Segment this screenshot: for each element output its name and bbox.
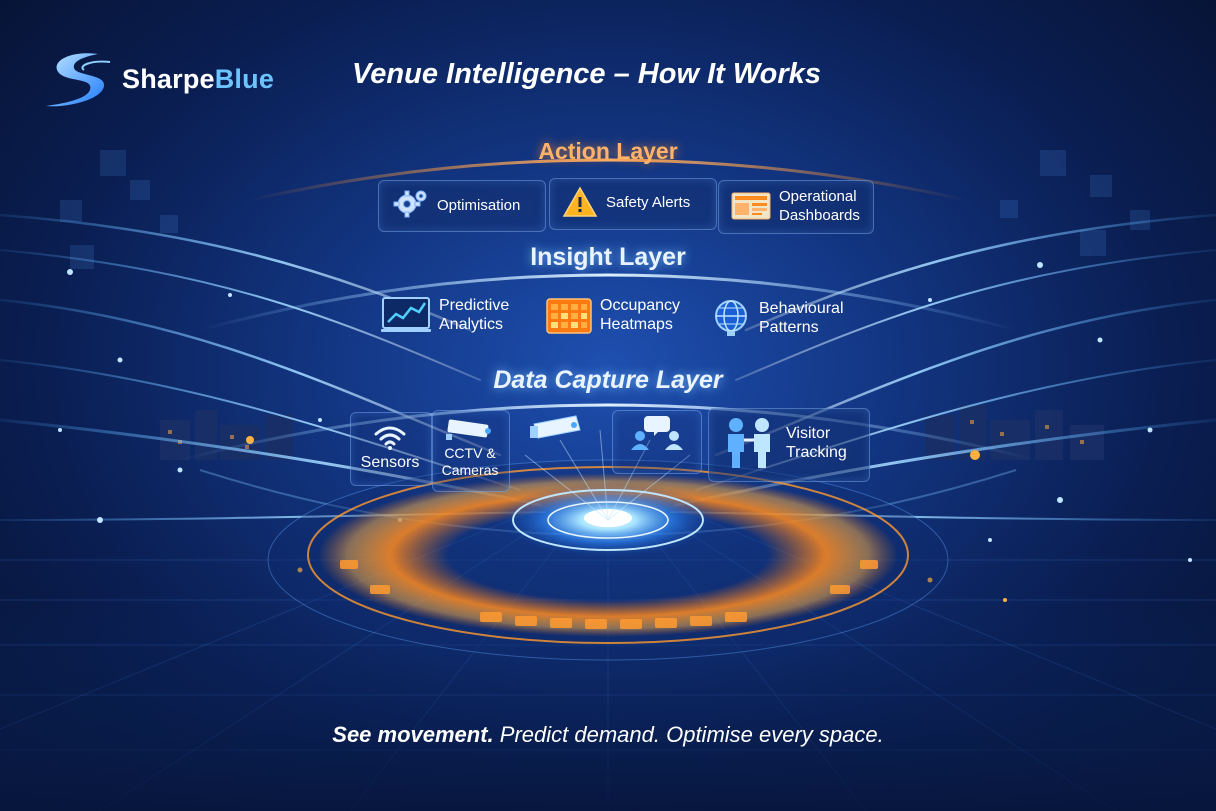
insight-item-predictive-analytics: Predictive Analytics [381, 296, 509, 334]
globe-brain-icon [715, 300, 747, 336]
visitor-label-line2: Tracking [786, 444, 847, 461]
behavioural-label-line1: Behavioural [759, 300, 844, 317]
brand-logo-group: SharpeBlue [40, 48, 274, 110]
dashboard-icon [731, 192, 771, 220]
capture-item-people-chat [628, 414, 686, 450]
gears-icon [393, 190, 427, 218]
safety-alerts-label: Safety Alerts [606, 193, 691, 211]
dashboards-label-stack: Operational Dashboards [779, 187, 860, 225]
cctv-label-line2: Cameras [441, 462, 499, 478]
security-camera-icon [530, 415, 581, 439]
line-chart-icon [381, 297, 431, 332]
data-capture-layer-title: Data Capture Layer [493, 366, 723, 394]
visitor-label-line1: Visitor [786, 425, 831, 442]
capture-item-security-camera [528, 414, 588, 444]
occupancy-label-line2: Heatmaps [600, 316, 673, 333]
cctv-label-stack: CCTV & Cameras [442, 445, 499, 479]
dashboards-label-line1: Operational [779, 188, 857, 205]
action-item-optimisation: Optimisation [393, 189, 520, 221]
action-item-safety-alerts: Safety Alerts [562, 186, 690, 218]
cctv-label-line1: CCTV & [444, 445, 496, 461]
action-item-operational-dashboards: Operational Dashboards [731, 187, 860, 225]
behavioural-label-line2: Patterns [759, 319, 819, 336]
visitor-label-stack: Visitor Tracking [786, 424, 847, 462]
dashboards-label-line2: Dashboards [779, 207, 860, 224]
predictive-label-line2: Analytics [439, 316, 504, 333]
insight-layer-title: Insight Layer [530, 243, 686, 271]
occupancy-label-line1: Occupancy [600, 297, 681, 314]
action-layer-title: Action Layer [538, 138, 678, 164]
insight-item-behavioural-patterns: Behavioural Patterns [711, 298, 844, 338]
visitors-icon [728, 418, 770, 468]
capture-item-sensors: Sensors [355, 424, 425, 472]
heatmap-icon [546, 298, 592, 334]
people-chat-icon [631, 416, 683, 450]
optimisation-label: Optimisation [437, 196, 521, 214]
warning-icon [562, 186, 598, 217]
tagline-rest: Predict demand. Optimise every space. [493, 722, 884, 747]
action-item-box-safety-alerts [549, 178, 717, 230]
behavioural-label-stack: Behavioural Patterns [759, 299, 844, 337]
page-title: Venue Intelligence – How It Works [352, 58, 821, 90]
predictive-label-line1: Predictive [439, 297, 510, 314]
capture-item-visitor-tracking: Visitor Tracking [720, 416, 847, 470]
predictive-label-stack: Predictive Analytics [439, 296, 509, 334]
action-item-box-dashboards [718, 180, 874, 234]
occupancy-label-stack: Occupancy Heatmaps [600, 296, 680, 334]
insight-item-occupancy-heatmaps: Occupancy Heatmaps [546, 296, 680, 334]
cctv-icon [446, 419, 491, 440]
tagline-bold: See movement. [332, 722, 494, 747]
sensors-label: Sensors [360, 454, 420, 471]
tagline: See movement. Predict demand. Optimise e… [0, 722, 1216, 748]
capture-item-cctv-cameras: CCTV & Cameras [434, 418, 506, 479]
wifi-sensor-icon [374, 426, 406, 450]
brand-name: SharpeBlue [122, 63, 275, 94]
sharpeblue-logo-icon [46, 53, 111, 107]
